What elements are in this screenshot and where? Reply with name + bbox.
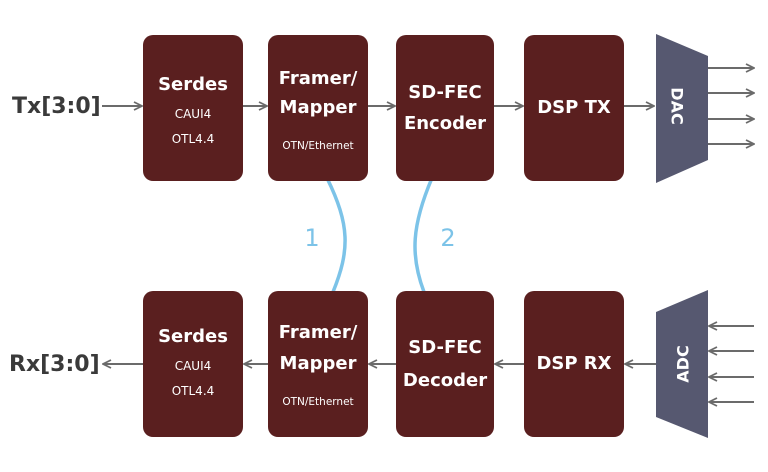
adc-converter: ADC	[656, 290, 708, 438]
tx-framer-title1: Framer/	[279, 68, 358, 89]
tx-serdes-title: Serdes	[158, 74, 228, 95]
rx-framer-title1: Framer/	[279, 322, 358, 343]
rx-fec-decoder-block: SD-FEC Decoder	[396, 291, 494, 437]
rx-serdes-title: Serdes	[158, 326, 228, 347]
link-2-label: 2	[440, 224, 455, 252]
rx-output-label: Rx[3:0]	[9, 352, 100, 377]
tx-dsp-block: DSP TX	[524, 35, 624, 181]
tx-input-label: Tx[3:0]	[12, 94, 101, 119]
rx-dsp-title: DSP RX	[536, 353, 611, 374]
tx-serdes-sub1: CAUI4	[175, 107, 212, 121]
rx-serdes-sub1: CAUI4	[175, 359, 212, 373]
link-1-label: 1	[304, 224, 319, 252]
tx-serdes-sub2: OTL4.4	[172, 132, 215, 146]
rx-fec-title2: Decoder	[403, 370, 487, 391]
rx-framer-block: Framer/ Mapper OTN/Ethernet	[268, 291, 368, 437]
rx-serdes-sub2: OTL4.4	[172, 384, 215, 398]
rx-framer-sub: OTN/Ethernet	[282, 396, 353, 408]
rx-fec-title1: SD-FEC	[408, 337, 482, 358]
dac-label: DAC	[668, 87, 687, 124]
tx-chain: Tx[3:0] Serdes CAUI4 OTL4.4 Framer/ Mapp…	[12, 34, 754, 183]
rx-chain: Rx[3:0] Serdes CAUI4 OTL4.4 Framer/ Mapp…	[9, 290, 754, 438]
tx-framer-title2: Mapper	[280, 97, 357, 118]
tx-fec-title1: SD-FEC	[408, 82, 482, 103]
rx-serdes-block: Serdes CAUI4 OTL4.4	[143, 291, 243, 437]
tx-framer-block: Framer/ Mapper OTN/Ethernet	[268, 35, 368, 181]
tx-fec-title2: Encoder	[404, 113, 486, 134]
tx-dsp-title: DSP TX	[537, 97, 611, 118]
tx-framer-sub: OTN/Ethernet	[282, 140, 353, 152]
adc-label: ADC	[674, 345, 693, 382]
link-2-curve	[413, 177, 434, 293]
dac-converter: DAC	[656, 34, 708, 183]
rx-framer-title2: Mapper	[280, 353, 357, 374]
rx-dsp-block: DSP RX	[524, 291, 624, 437]
tx-fec-encoder-block: SD-FEC Encoder	[396, 35, 494, 181]
tx-serdes-block: Serdes CAUI4 OTL4.4	[143, 35, 243, 181]
link-1-curve	[325, 177, 347, 293]
